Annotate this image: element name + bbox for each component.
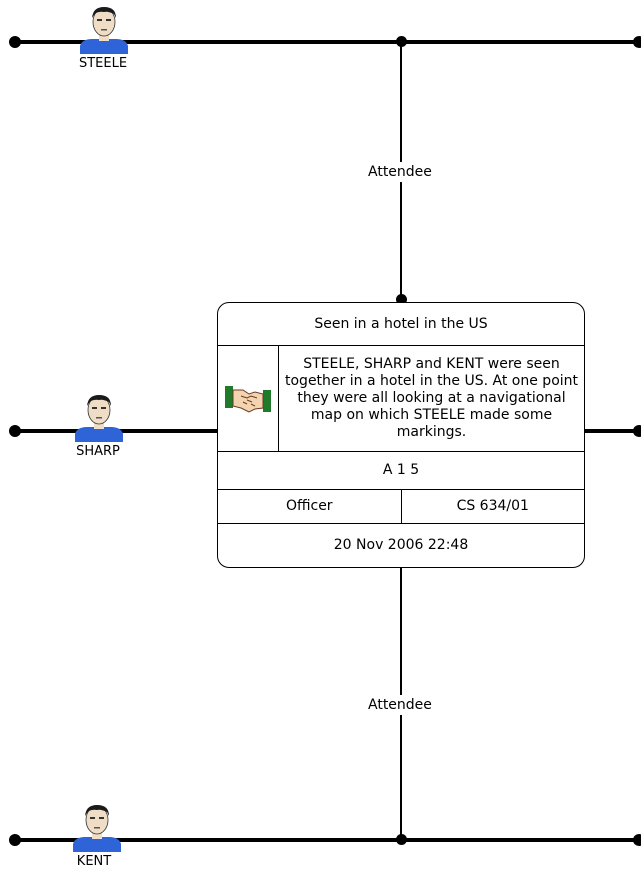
sharp-entity[interactable] bbox=[73, 392, 123, 446]
handshake-icon bbox=[225, 386, 271, 413]
kent-label: KENT bbox=[76, 854, 112, 869]
event-grading: A 1 5 bbox=[218, 451, 584, 490]
sharp-label: SHARP bbox=[76, 444, 120, 459]
event-icon-cell bbox=[218, 345, 279, 451]
sharp-left-endpoint[interactable] bbox=[9, 425, 21, 437]
event-datetime: 20 Nov 2006 22:48 bbox=[333, 537, 469, 553]
event-reference: CS 634/01 bbox=[456, 498, 529, 514]
kent-timeline[interactable] bbox=[14, 838, 641, 842]
event-source-role: Officer bbox=[218, 489, 402, 523]
event-top-connector[interactable] bbox=[396, 294, 407, 305]
event-title: Seen in a hotel in the US bbox=[218, 303, 584, 346]
steele-timeline[interactable] bbox=[14, 40, 641, 44]
person-icon bbox=[75, 395, 123, 442]
steele-left-endpoint[interactable] bbox=[9, 36, 21, 48]
steele-entity[interactable] bbox=[78, 4, 128, 58]
sharp-right-endpoint[interactable] bbox=[633, 425, 641, 437]
steele-right-endpoint[interactable] bbox=[633, 36, 641, 48]
event-source-row: Officer CS 634/01 bbox=[218, 489, 584, 524]
bottom-link-label: Attendee bbox=[366, 695, 434, 715]
kent-left-endpoint[interactable] bbox=[9, 834, 21, 846]
kent-right-endpoint[interactable] bbox=[633, 834, 641, 846]
kent-entity[interactable] bbox=[71, 802, 121, 856]
person-icon bbox=[73, 805, 121, 852]
top-link-label: Attendee bbox=[366, 162, 434, 182]
event-description: STEELE, SHARP and KENT were seen togethe… bbox=[285, 355, 579, 440]
event-body: STEELE, SHARP and KENT were seen togethe… bbox=[218, 345, 584, 452]
sharp-timeline-right[interactable] bbox=[585, 429, 641, 433]
person-icon bbox=[80, 7, 128, 54]
steele-label: STEELE bbox=[78, 56, 128, 71]
event-card[interactable]: Seen in a hotel in the US STEELE, SHARP … bbox=[217, 302, 585, 568]
steele-link-junction[interactable] bbox=[396, 36, 407, 47]
